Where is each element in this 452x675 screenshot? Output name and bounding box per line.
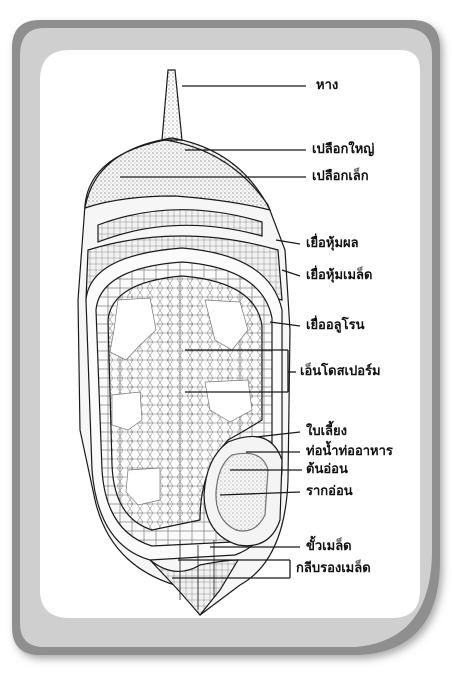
label-palea: เปลือกเล็ก [312,169,369,185]
label-pericarp: เยื่อหุ้มผล [306,236,359,252]
label-seed-coat: เยื่อหุ้มเมล็ด [306,268,372,284]
label-hilum: ขั้วเมล็ด [306,539,352,555]
label-aleurone: เยื่ออลูโรน [306,318,365,334]
label-endosperm: เอ็นโดสเปอร์ม [300,364,381,380]
label-plumule: ต้นอ่อน [306,462,348,478]
label-awn: หาง [316,78,338,94]
label-radicle: รากอ่อน [306,484,353,500]
label-glumes: กลีบรองเมล็ด [296,561,371,577]
label-scutellum: ใบเลี้ยง [306,424,347,440]
label-lemma: เปลือกใหญ่ [312,142,374,158]
label-coleoptile: ท่อน้ำท่ออาหาร [306,444,393,460]
